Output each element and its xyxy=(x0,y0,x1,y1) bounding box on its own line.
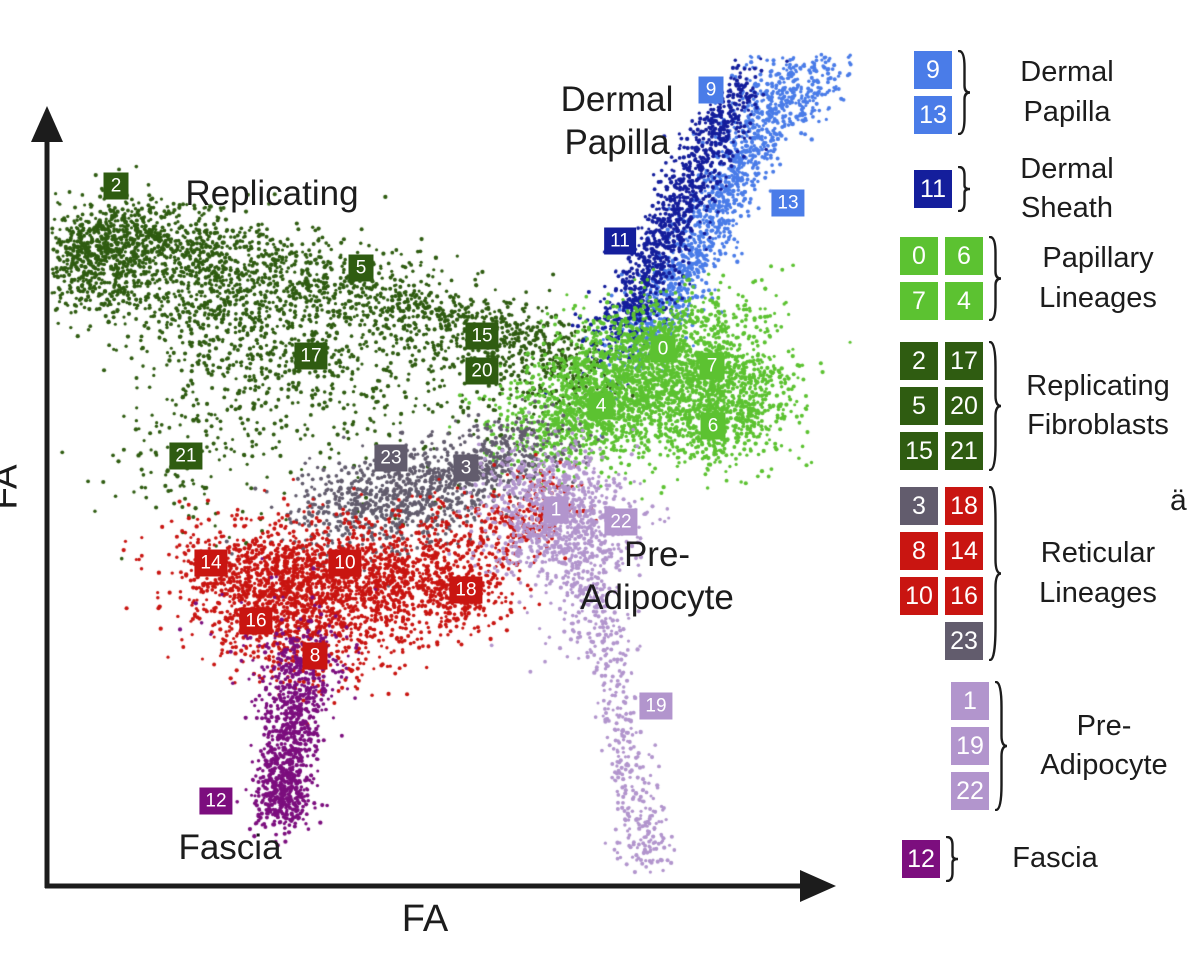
legend-chip-9: 9 xyxy=(914,51,952,89)
legend-chip-21: 21 xyxy=(945,432,983,470)
legend-group-pre-adipocyte: 1 19 22 Pre-Adipocyte xyxy=(900,681,1188,811)
legend-chip-23: 23 xyxy=(945,622,983,660)
legend-chip-2: 2 xyxy=(900,342,938,380)
cluster-chip-18: 18 xyxy=(449,576,483,604)
legend-chip-13: 13 xyxy=(914,96,952,134)
cluster-chip-10: 10 xyxy=(328,549,362,577)
legend-chip-11: 11 xyxy=(914,170,952,209)
legend-chip-3: 3 xyxy=(900,487,938,525)
cluster-chip-3: 3 xyxy=(453,454,479,482)
legend-chip-7: 7 xyxy=(900,282,938,320)
legend-chip-5: 5 xyxy=(900,387,938,425)
cluster-chip-0: 0 xyxy=(650,335,676,363)
cluster-chip-23: 23 xyxy=(374,444,408,472)
legend-chip-17: 17 xyxy=(945,342,983,380)
legend-brace-icon xyxy=(958,50,971,135)
y-axis-arrow-icon xyxy=(31,106,63,142)
legend-chip-grid: 12 xyxy=(902,840,940,878)
cluster-chip-5: 5 xyxy=(348,254,374,282)
cluster-chip-9: 9 xyxy=(698,76,724,104)
cluster-chip-1: 1 xyxy=(543,496,569,524)
legend-brace-icon xyxy=(946,836,959,882)
annotation-fascia: Fascia xyxy=(178,828,282,867)
legend-chip-4: 4 xyxy=(945,282,983,320)
legend-chip-18: 18 xyxy=(945,487,983,525)
cluster-chip-13: 13 xyxy=(771,189,805,217)
legend-chip-0: 0 xyxy=(900,237,938,275)
cluster-chip-20: 20 xyxy=(465,357,499,385)
x-axis-arrow-icon xyxy=(800,870,836,902)
legend-chip-14: 14 xyxy=(945,532,983,570)
legend-brace-icon xyxy=(989,236,1002,321)
legend-chip-16: 16 xyxy=(945,577,983,615)
x-axis-label: FA xyxy=(401,898,449,940)
legend-chip-22: 22 xyxy=(951,772,989,810)
legend-chip-spacer xyxy=(906,772,944,810)
cluster-chip-7: 7 xyxy=(699,352,725,380)
legend-chip-20: 20 xyxy=(945,387,983,425)
legend-chip-spacer xyxy=(900,622,938,660)
cluster-chip-12: 12 xyxy=(199,787,233,815)
legend-group-label: Fascia xyxy=(1012,842,1098,875)
legend-chip-grid: 11 xyxy=(914,170,952,209)
legend-brace-icon xyxy=(989,341,1002,471)
cluster-chip-14: 14 xyxy=(194,549,228,577)
legend-group-label: Pre-Adipocyte xyxy=(1040,709,1168,781)
legend-chip-12: 12 xyxy=(902,840,940,878)
cluster-chip-17: 17 xyxy=(294,342,328,370)
legend-chip-1: 1 xyxy=(951,682,989,720)
legend-chip-15: 15 xyxy=(900,432,938,470)
cluster-chip-6: 6 xyxy=(700,412,726,440)
legend-chip-10: 10 xyxy=(900,577,938,615)
cluster-chip-19: 19 xyxy=(639,692,673,720)
legend-group-fascia: 12 Fascia xyxy=(900,836,1145,882)
cluster-chip-16: 16 xyxy=(239,607,273,635)
annotation-replicating: Replicating xyxy=(185,174,359,213)
cluster-chip-15: 15 xyxy=(465,322,499,350)
y-axis-label: FA xyxy=(0,464,25,510)
legend-brace-icon xyxy=(995,681,1008,811)
legend-chip-8: 8 xyxy=(900,532,938,570)
legend-brace-icon xyxy=(958,166,971,213)
legend-chip-19: 19 xyxy=(951,727,989,765)
annotation-pre-adipocyte: Pre-Adipocyte xyxy=(580,535,734,618)
right-edge-partial-text: ä xyxy=(1170,484,1187,517)
cluster-chip-21: 21 xyxy=(169,442,203,470)
cluster-chip-11: 11 xyxy=(604,227,636,255)
legend-brace-icon xyxy=(989,486,1002,661)
legend-chip-6: 6 xyxy=(945,237,983,275)
cluster-chip-8: 8 xyxy=(302,642,328,670)
cluster-chip-4: 4 xyxy=(588,392,614,420)
cluster-chip-22: 22 xyxy=(604,508,638,536)
legend-chip-grid: 1 19 22 xyxy=(906,682,989,810)
legend-chip-spacer xyxy=(906,682,944,720)
cluster-chip-2: 2 xyxy=(103,172,129,200)
legend-chip-spacer xyxy=(906,727,944,765)
